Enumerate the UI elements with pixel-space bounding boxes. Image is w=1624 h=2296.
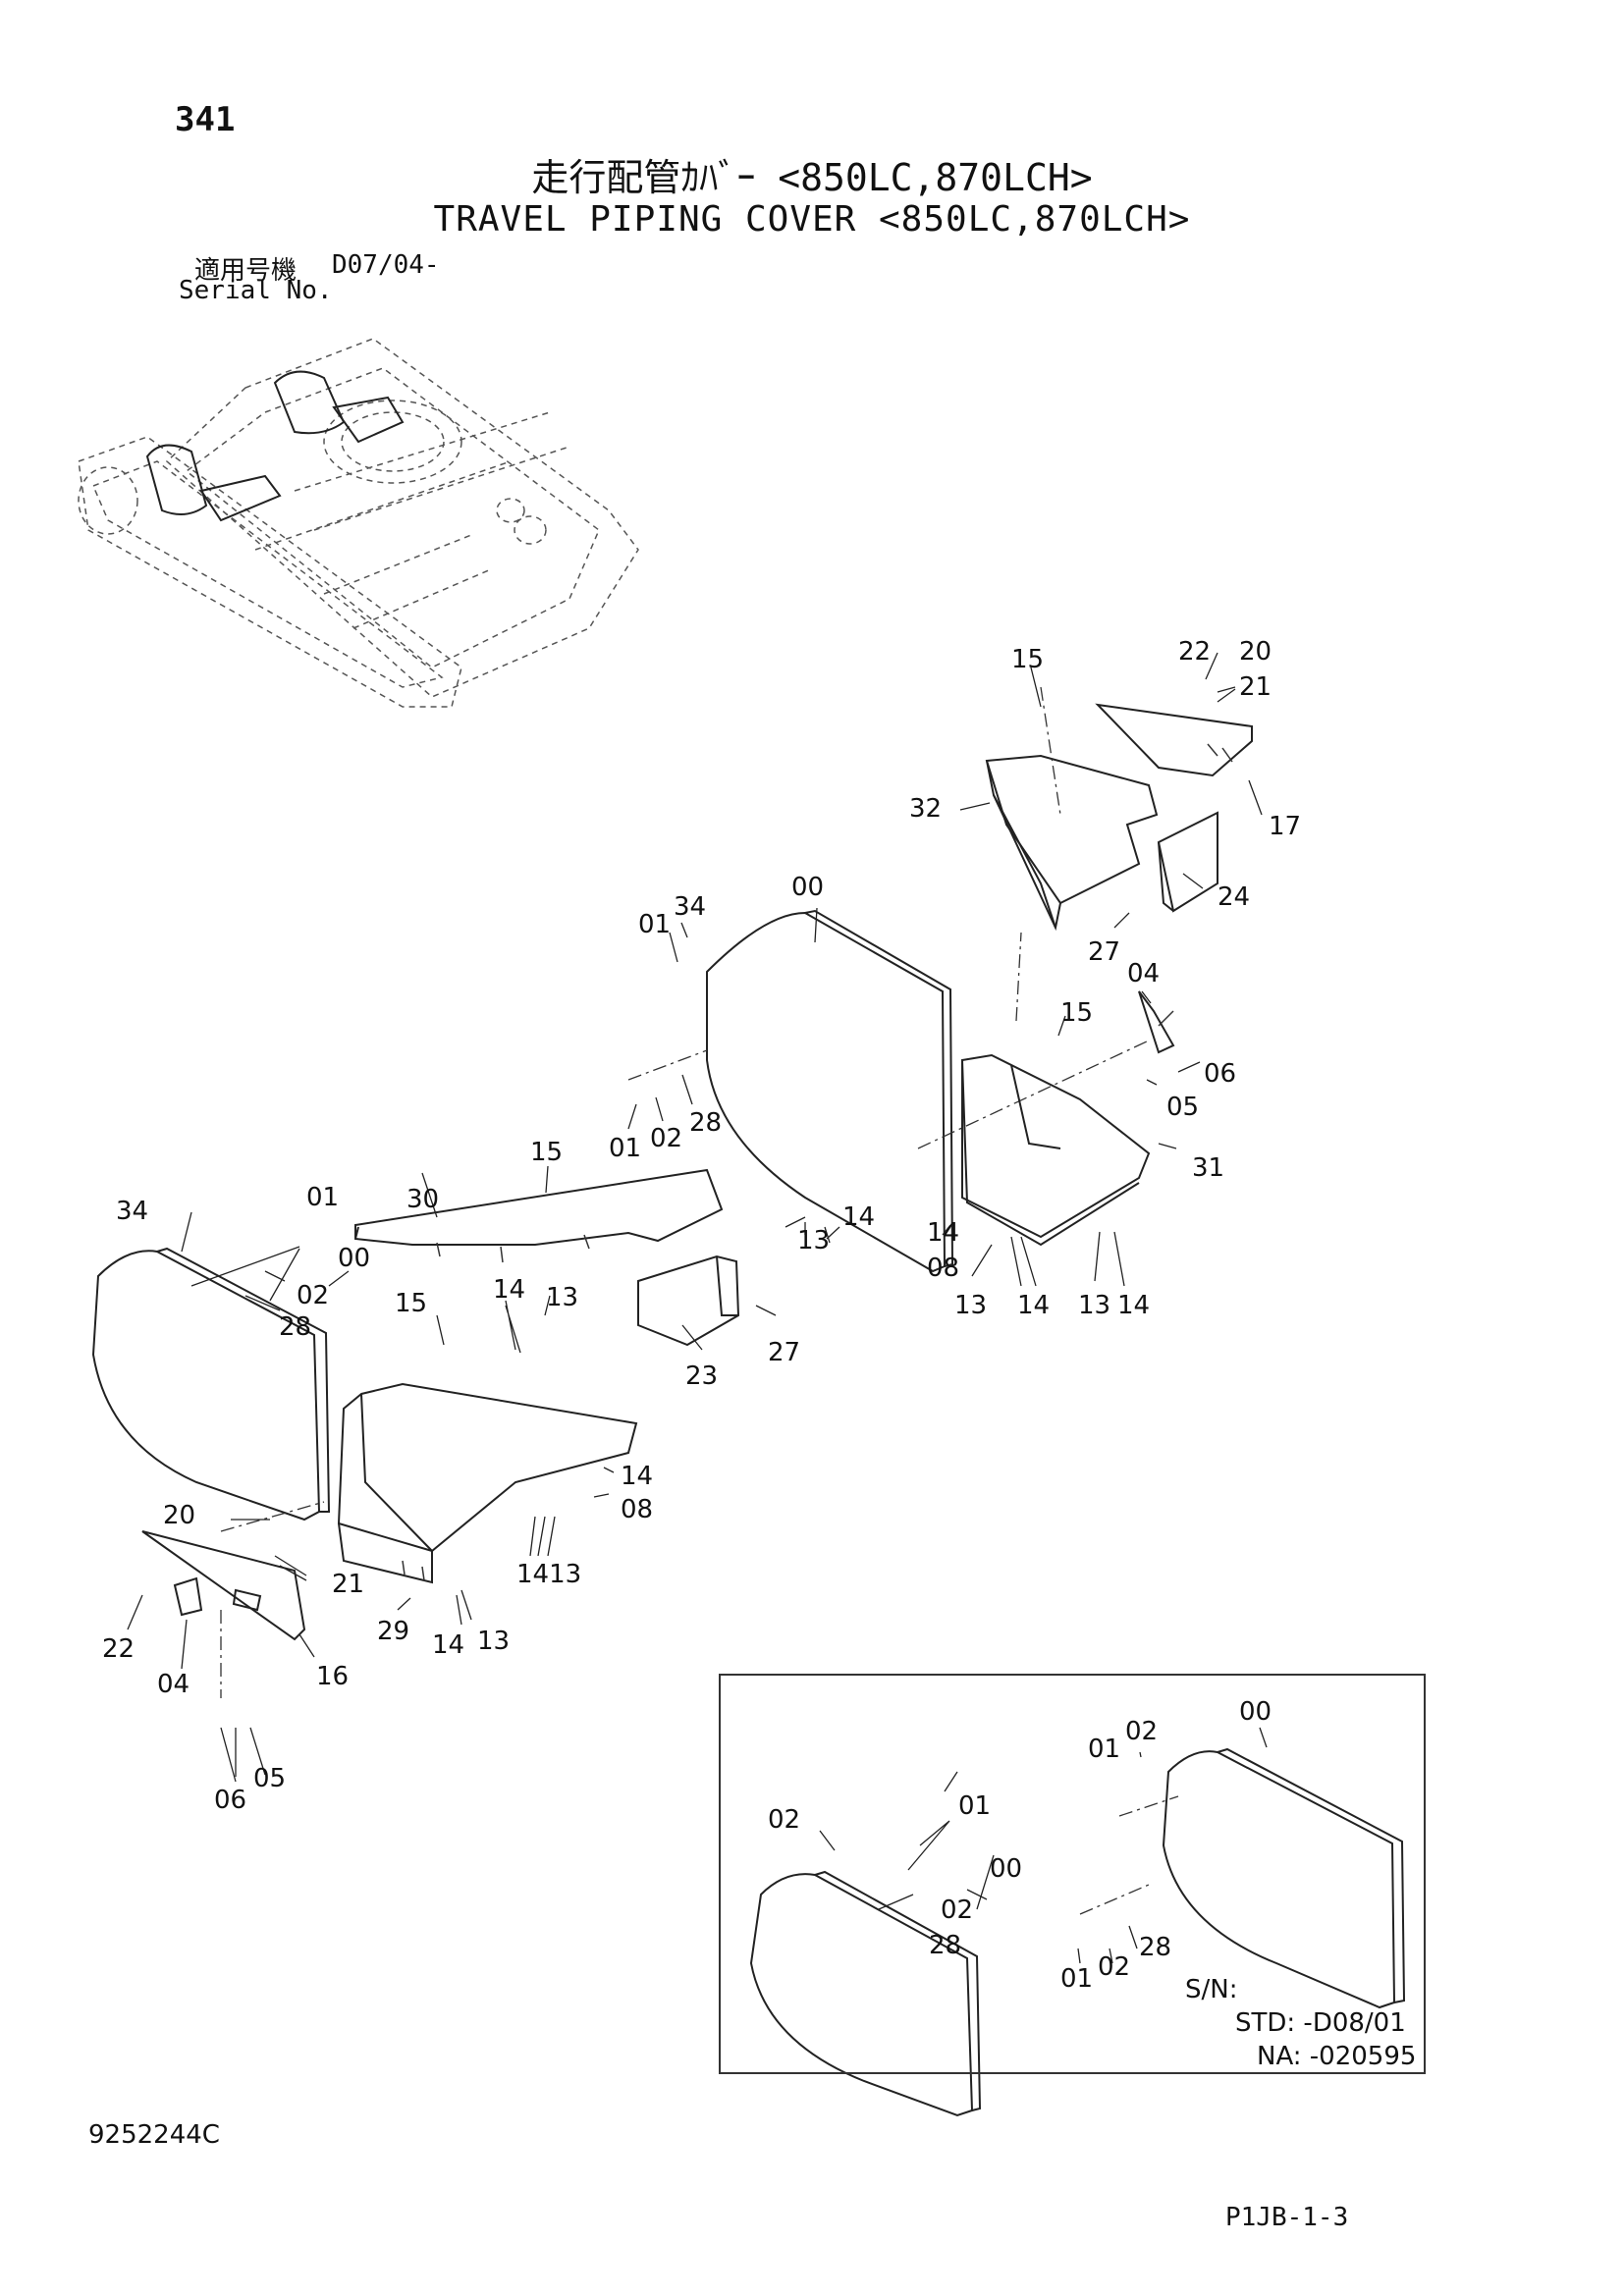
callout-label: 08 xyxy=(621,1495,653,1524)
callout-label: 14 xyxy=(621,1462,653,1491)
callout-label: 02 xyxy=(941,1896,973,1925)
cover-23 xyxy=(637,1255,740,1347)
callout-label: 01 xyxy=(638,910,671,939)
callout-label: 16 xyxy=(316,1662,349,1691)
callout-label: 01 xyxy=(1060,1964,1093,1994)
callout-label: 08 xyxy=(927,1254,959,1283)
callout-label: 13 xyxy=(1078,1291,1110,1320)
callout-label: 06 xyxy=(214,1786,246,1815)
callout-label: 00 xyxy=(338,1244,370,1273)
inset-cover-right xyxy=(1079,1747,1406,2009)
serial-label-japanese: 適用号機 xyxy=(194,256,298,286)
callout-label: 32 xyxy=(909,794,942,824)
inset-na-range: NA: -020595 xyxy=(1257,2042,1417,2071)
callout-label: 34 xyxy=(116,1197,148,1226)
bracket-29 xyxy=(337,1382,638,1584)
callout-label: 14 xyxy=(432,1630,464,1660)
callout-label: 01 xyxy=(1088,1735,1120,1764)
callout-label: 30 xyxy=(406,1185,439,1214)
callout-label: 17 xyxy=(1269,812,1301,841)
callout-label: 28 xyxy=(1139,1933,1171,1962)
callout-label: 14 xyxy=(927,1218,959,1248)
callout-label: 24 xyxy=(1218,882,1250,912)
callout-label: 13 xyxy=(797,1226,830,1255)
callout-label: 21 xyxy=(1239,672,1272,702)
callout-label: 15 xyxy=(530,1138,563,1167)
inset-cover-left xyxy=(749,1870,982,2117)
callout-label: 00 xyxy=(791,873,824,902)
callout-label: 20 xyxy=(163,1501,195,1530)
callout-label: 02 xyxy=(297,1281,329,1310)
machine-locator-sketch xyxy=(78,338,639,708)
callout-label: 02 xyxy=(768,1805,800,1835)
callout-label: 14 xyxy=(1017,1291,1050,1320)
callout-label: 06 xyxy=(1204,1059,1236,1089)
page-number: 341 xyxy=(175,100,236,139)
callout-label: 00 xyxy=(990,1854,1022,1884)
inset-callout-labels: 00 01 02 02 01 00 02 28 01 02 28 xyxy=(768,1697,1272,1994)
serial-label-english: Serial No. xyxy=(179,276,333,305)
callout-label: 28 xyxy=(279,1312,311,1342)
callout-label: 22 xyxy=(102,1634,135,1664)
callout-label: 31 xyxy=(1192,1153,1224,1183)
callout-label: 15 xyxy=(1060,998,1093,1028)
callout-label: 34 xyxy=(674,892,706,922)
title-english: TRAVEL PIPING COVER <850LC,870LCH> xyxy=(433,199,1191,240)
plate-30 xyxy=(354,1168,724,1263)
callout-label: 1413 xyxy=(516,1560,581,1589)
large-cover-lower xyxy=(91,1247,331,1522)
callout-label: 02 xyxy=(1098,1952,1130,1982)
inset-std-range: STD: -D08/01 xyxy=(1235,2008,1406,2038)
callout-label: 27 xyxy=(768,1338,800,1367)
callout-label: 01 xyxy=(609,1134,641,1163)
upper-bracket-assembly xyxy=(985,686,1253,1022)
callout-label: 02 xyxy=(650,1124,682,1153)
inset-frame xyxy=(719,1674,1426,2074)
callout-label: 28 xyxy=(689,1108,722,1138)
serial-value: D07/04- xyxy=(332,250,440,280)
inset-serial-label: S/N: xyxy=(1185,1975,1238,2004)
callout-label: 21 xyxy=(332,1570,364,1599)
callout-label: 15 xyxy=(395,1289,427,1318)
callout-label: 14 xyxy=(493,1275,525,1305)
bracket-31 xyxy=(961,990,1175,1247)
callout-label: 15 xyxy=(1011,645,1044,674)
callout-label: 02 xyxy=(1125,1717,1158,1746)
callout-label: 05 xyxy=(1166,1093,1199,1122)
callout-label: 04 xyxy=(157,1670,189,1699)
large-cover-upper xyxy=(627,909,1150,1273)
callout-label: 05 xyxy=(253,1764,286,1793)
callout-label: 13 xyxy=(477,1627,510,1656)
title-japanese: 走行配管ｶﾊﾞｰ <850LC,870LCH> xyxy=(531,156,1093,199)
callout-label: 01 xyxy=(306,1183,339,1212)
drawing-number: 9252244C xyxy=(88,2120,220,2150)
callout-label: 20 xyxy=(1239,637,1272,667)
page-code: P1JB-1-3 xyxy=(1225,2203,1349,2232)
callout-label: 22 xyxy=(1178,637,1211,667)
leader-lines xyxy=(127,652,1268,1964)
callout-label: 13 xyxy=(546,1283,578,1312)
callout-label: 00 xyxy=(1239,1697,1272,1727)
callout-label: 28 xyxy=(929,1931,961,1960)
callout-label: 14 xyxy=(1117,1291,1150,1320)
callout-label: 04 xyxy=(1127,959,1160,988)
callout-label: 01 xyxy=(958,1791,991,1821)
plate-16 xyxy=(141,1501,325,1698)
callout-label: 29 xyxy=(377,1617,409,1646)
callout-label: 27 xyxy=(1088,937,1120,967)
callout-label: 14 xyxy=(842,1202,875,1232)
callout-labels: 15 22 20 21 32 17 24 27 00 01 34 04 15 0… xyxy=(102,637,1301,1815)
callout-label: 23 xyxy=(685,1362,718,1391)
callout-label: 13 xyxy=(954,1291,987,1320)
